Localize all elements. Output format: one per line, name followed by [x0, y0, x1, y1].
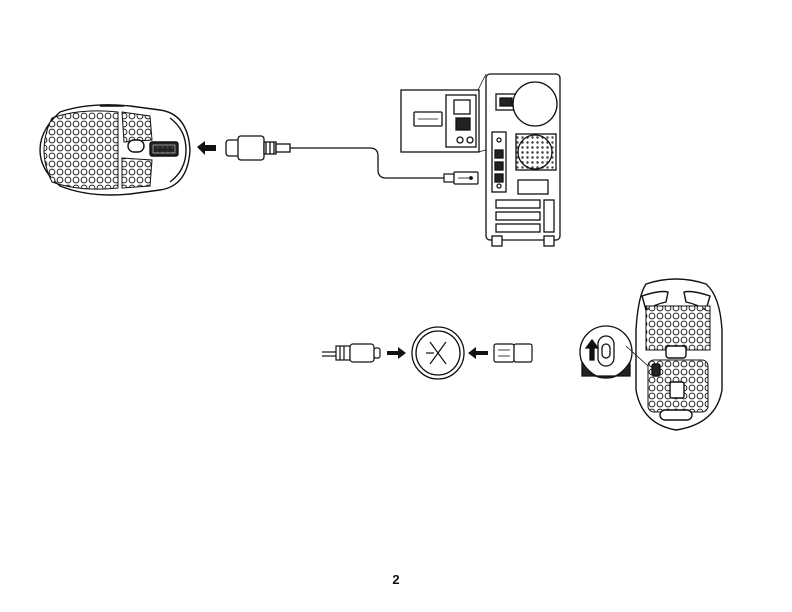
- adapter-hub: [412, 327, 464, 379]
- arrow-right-icon: [387, 347, 406, 359]
- desktop-pc-rear: [401, 74, 560, 246]
- usb-a-plug: [444, 172, 478, 184]
- usb-dongle: [494, 344, 532, 362]
- mouse-top-view: [40, 105, 190, 195]
- arrow-left-icon: [197, 141, 216, 155]
- mouse-bottom-view: [636, 279, 722, 430]
- usb-cable: [322, 344, 380, 362]
- arrow-left-icon: [468, 347, 488, 359]
- page-number: 2: [386, 572, 406, 587]
- power-switch: [580, 326, 632, 378]
